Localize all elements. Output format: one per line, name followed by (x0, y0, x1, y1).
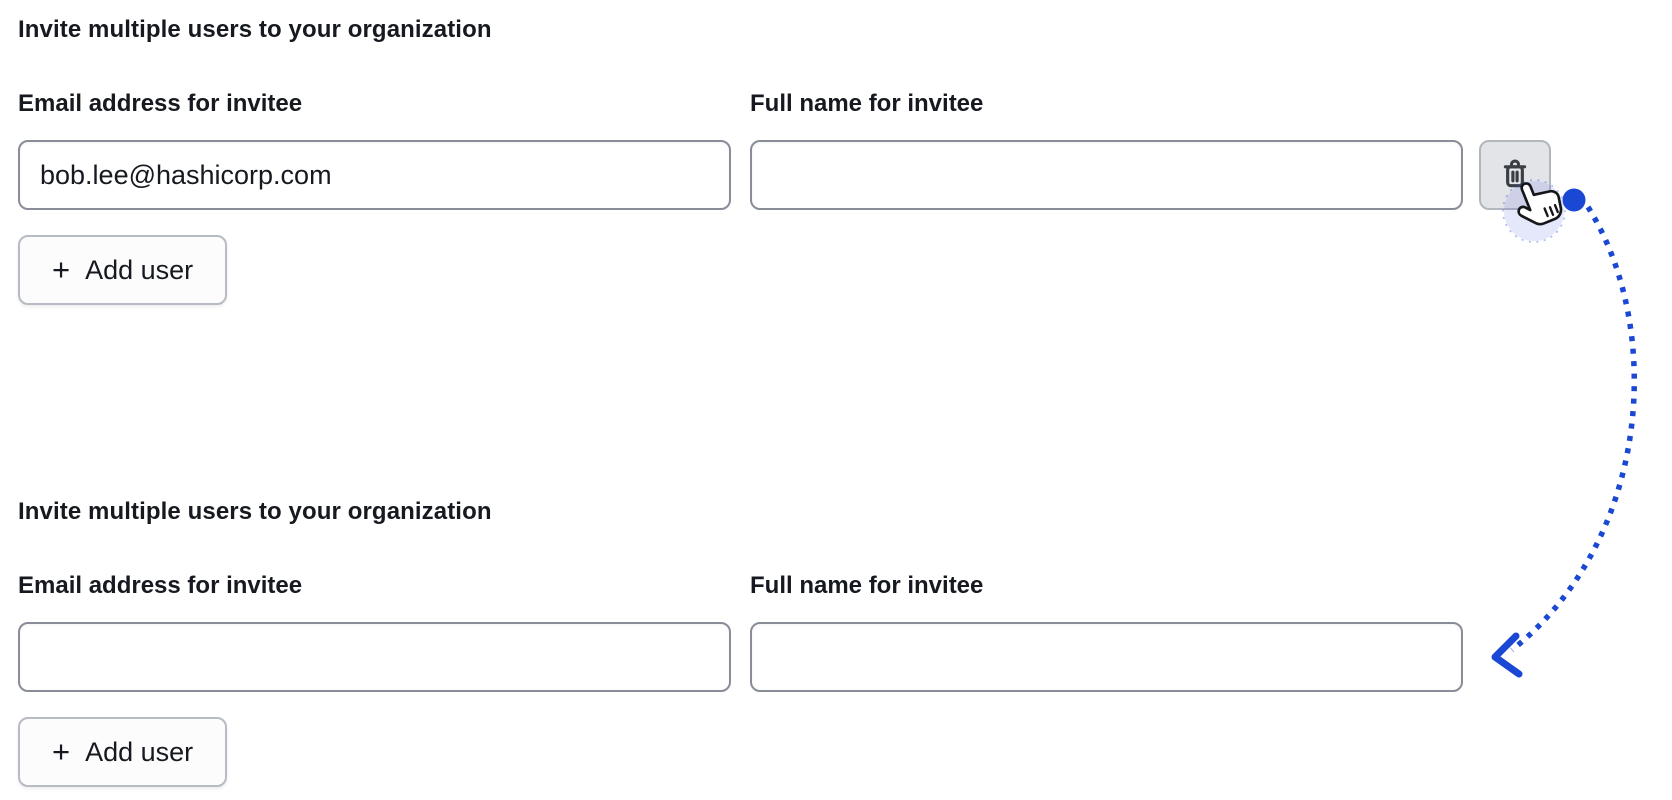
add-user-label: Add user (85, 254, 194, 285)
form-heading: Invite multiple users to your organizati… (18, 16, 492, 43)
add-user-button[interactable]: + Add user (18, 717, 228, 787)
email-input[interactable] (18, 140, 731, 210)
fullname-input[interactable] (750, 140, 1463, 210)
field-labels-row: Email address for invitee Full name for … (18, 90, 1672, 118)
invitee-row (18, 140, 1672, 210)
add-user-button[interactable]: + Add user (18, 235, 228, 305)
email-label: Email address for invitee (18, 90, 303, 117)
trash-icon (1497, 156, 1533, 195)
fullname-label: Full name for invitee (750, 572, 984, 599)
fullname-label: Full name for invitee (750, 90, 984, 117)
form-heading: Invite multiple users to your organizati… (18, 498, 492, 525)
invite-form-before: Invite multiple users to your organizati… (18, 14, 1672, 305)
delete-row-button[interactable] (1479, 140, 1551, 210)
plus-icon: + (52, 733, 71, 769)
add-user-label: Add user (85, 736, 194, 767)
email-label: Email address for invitee (18, 572, 303, 599)
invite-form-after: Invite multiple users to your organizati… (18, 496, 1672, 787)
email-input[interactable] (18, 622, 731, 692)
plus-icon: + (52, 251, 71, 287)
invitee-row (18, 622, 1672, 692)
field-labels-row: Email address for invitee Full name for … (18, 572, 1672, 600)
fullname-input[interactable] (750, 622, 1463, 692)
